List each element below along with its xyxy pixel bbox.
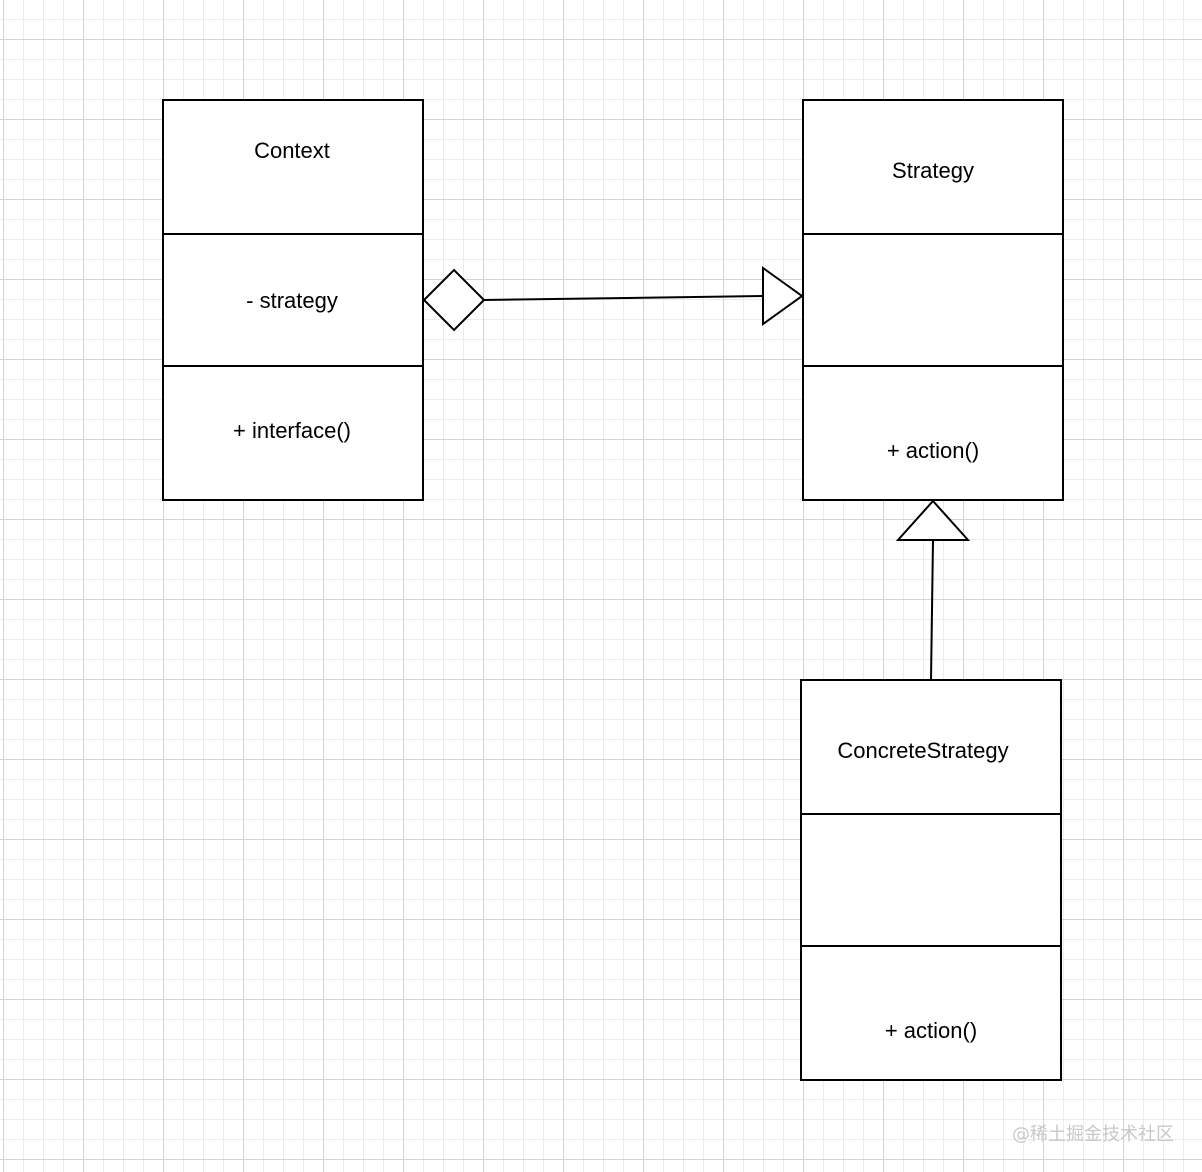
strategy-method: + action() [887, 438, 979, 463]
context-box [162, 99, 424, 501]
concrete-strategy-name: ConcreteStrategy [837, 738, 1008, 763]
aggregation-line [482, 295, 764, 301]
strategy-box [802, 99, 1064, 501]
context-method: + interface() [233, 418, 351, 443]
aggregation-diamond [422, 268, 486, 332]
class-context[interactable]: Context - strategy + interface() [162, 99, 424, 501]
strategy-name: Strategy [892, 158, 974, 183]
aggregation-connector[interactable] [422, 266, 804, 332]
context-name: Context [254, 138, 330, 163]
class-strategy[interactable]: Strategy + action() [802, 99, 1064, 501]
generalization-connector[interactable] [895, 499, 971, 681]
generalization-line [930, 539, 934, 681]
aggregation-arrowhead [762, 266, 804, 326]
generalization-triangle [895, 499, 971, 541]
concrete-strategy-box [800, 679, 1062, 1081]
context-attribute: - strategy [246, 288, 338, 313]
concrete-strategy-method: + action() [885, 1018, 977, 1043]
class-concrete-strategy[interactable]: ConcreteStrategy + action() [800, 679, 1062, 1081]
watermark: @稀土掘金技术社区 [1012, 1124, 1174, 1145]
